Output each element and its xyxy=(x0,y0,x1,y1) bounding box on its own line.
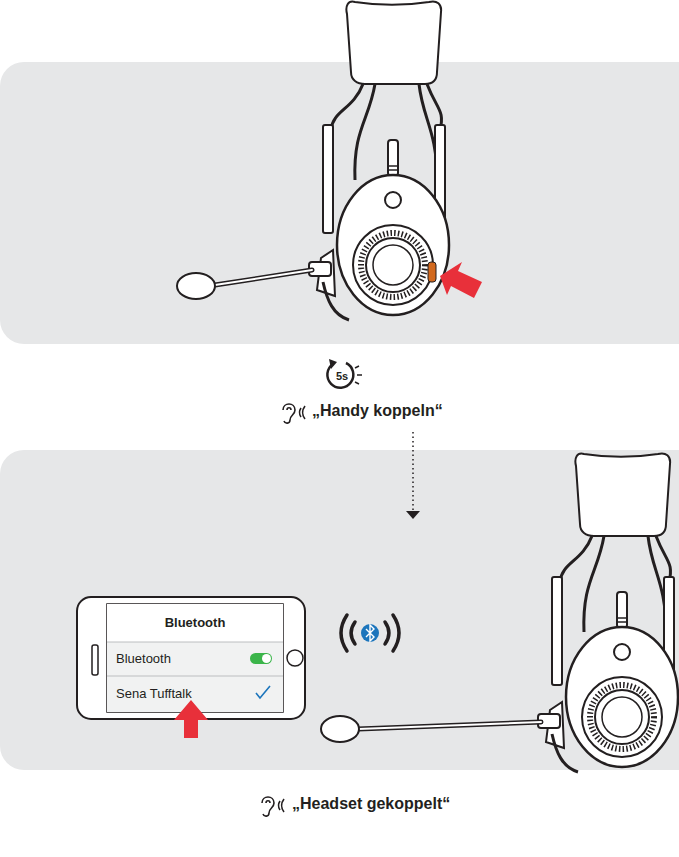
phone-screen: BluetoothBluetoothSena Tufftalk xyxy=(107,604,283,712)
list-item: Bluetooth xyxy=(107,642,283,676)
red-arrow xyxy=(440,262,482,298)
bluetooth-icon xyxy=(341,615,399,651)
voice-prompt: „Handy koppeln“ xyxy=(312,402,443,420)
red-arrow xyxy=(174,700,208,738)
button xyxy=(428,262,436,282)
timer-icon xyxy=(327,359,362,388)
ear-icon xyxy=(262,797,284,816)
phone xyxy=(77,597,305,719)
screen-title: Bluetooth xyxy=(107,604,283,642)
panel xyxy=(0,62,679,344)
ear-icon xyxy=(283,404,305,423)
timer-seconds: 5s xyxy=(336,370,348,382)
list-item: Sena Tufftalk xyxy=(107,676,283,712)
voice-prompt: „Headset gekoppelt“ xyxy=(292,795,450,813)
